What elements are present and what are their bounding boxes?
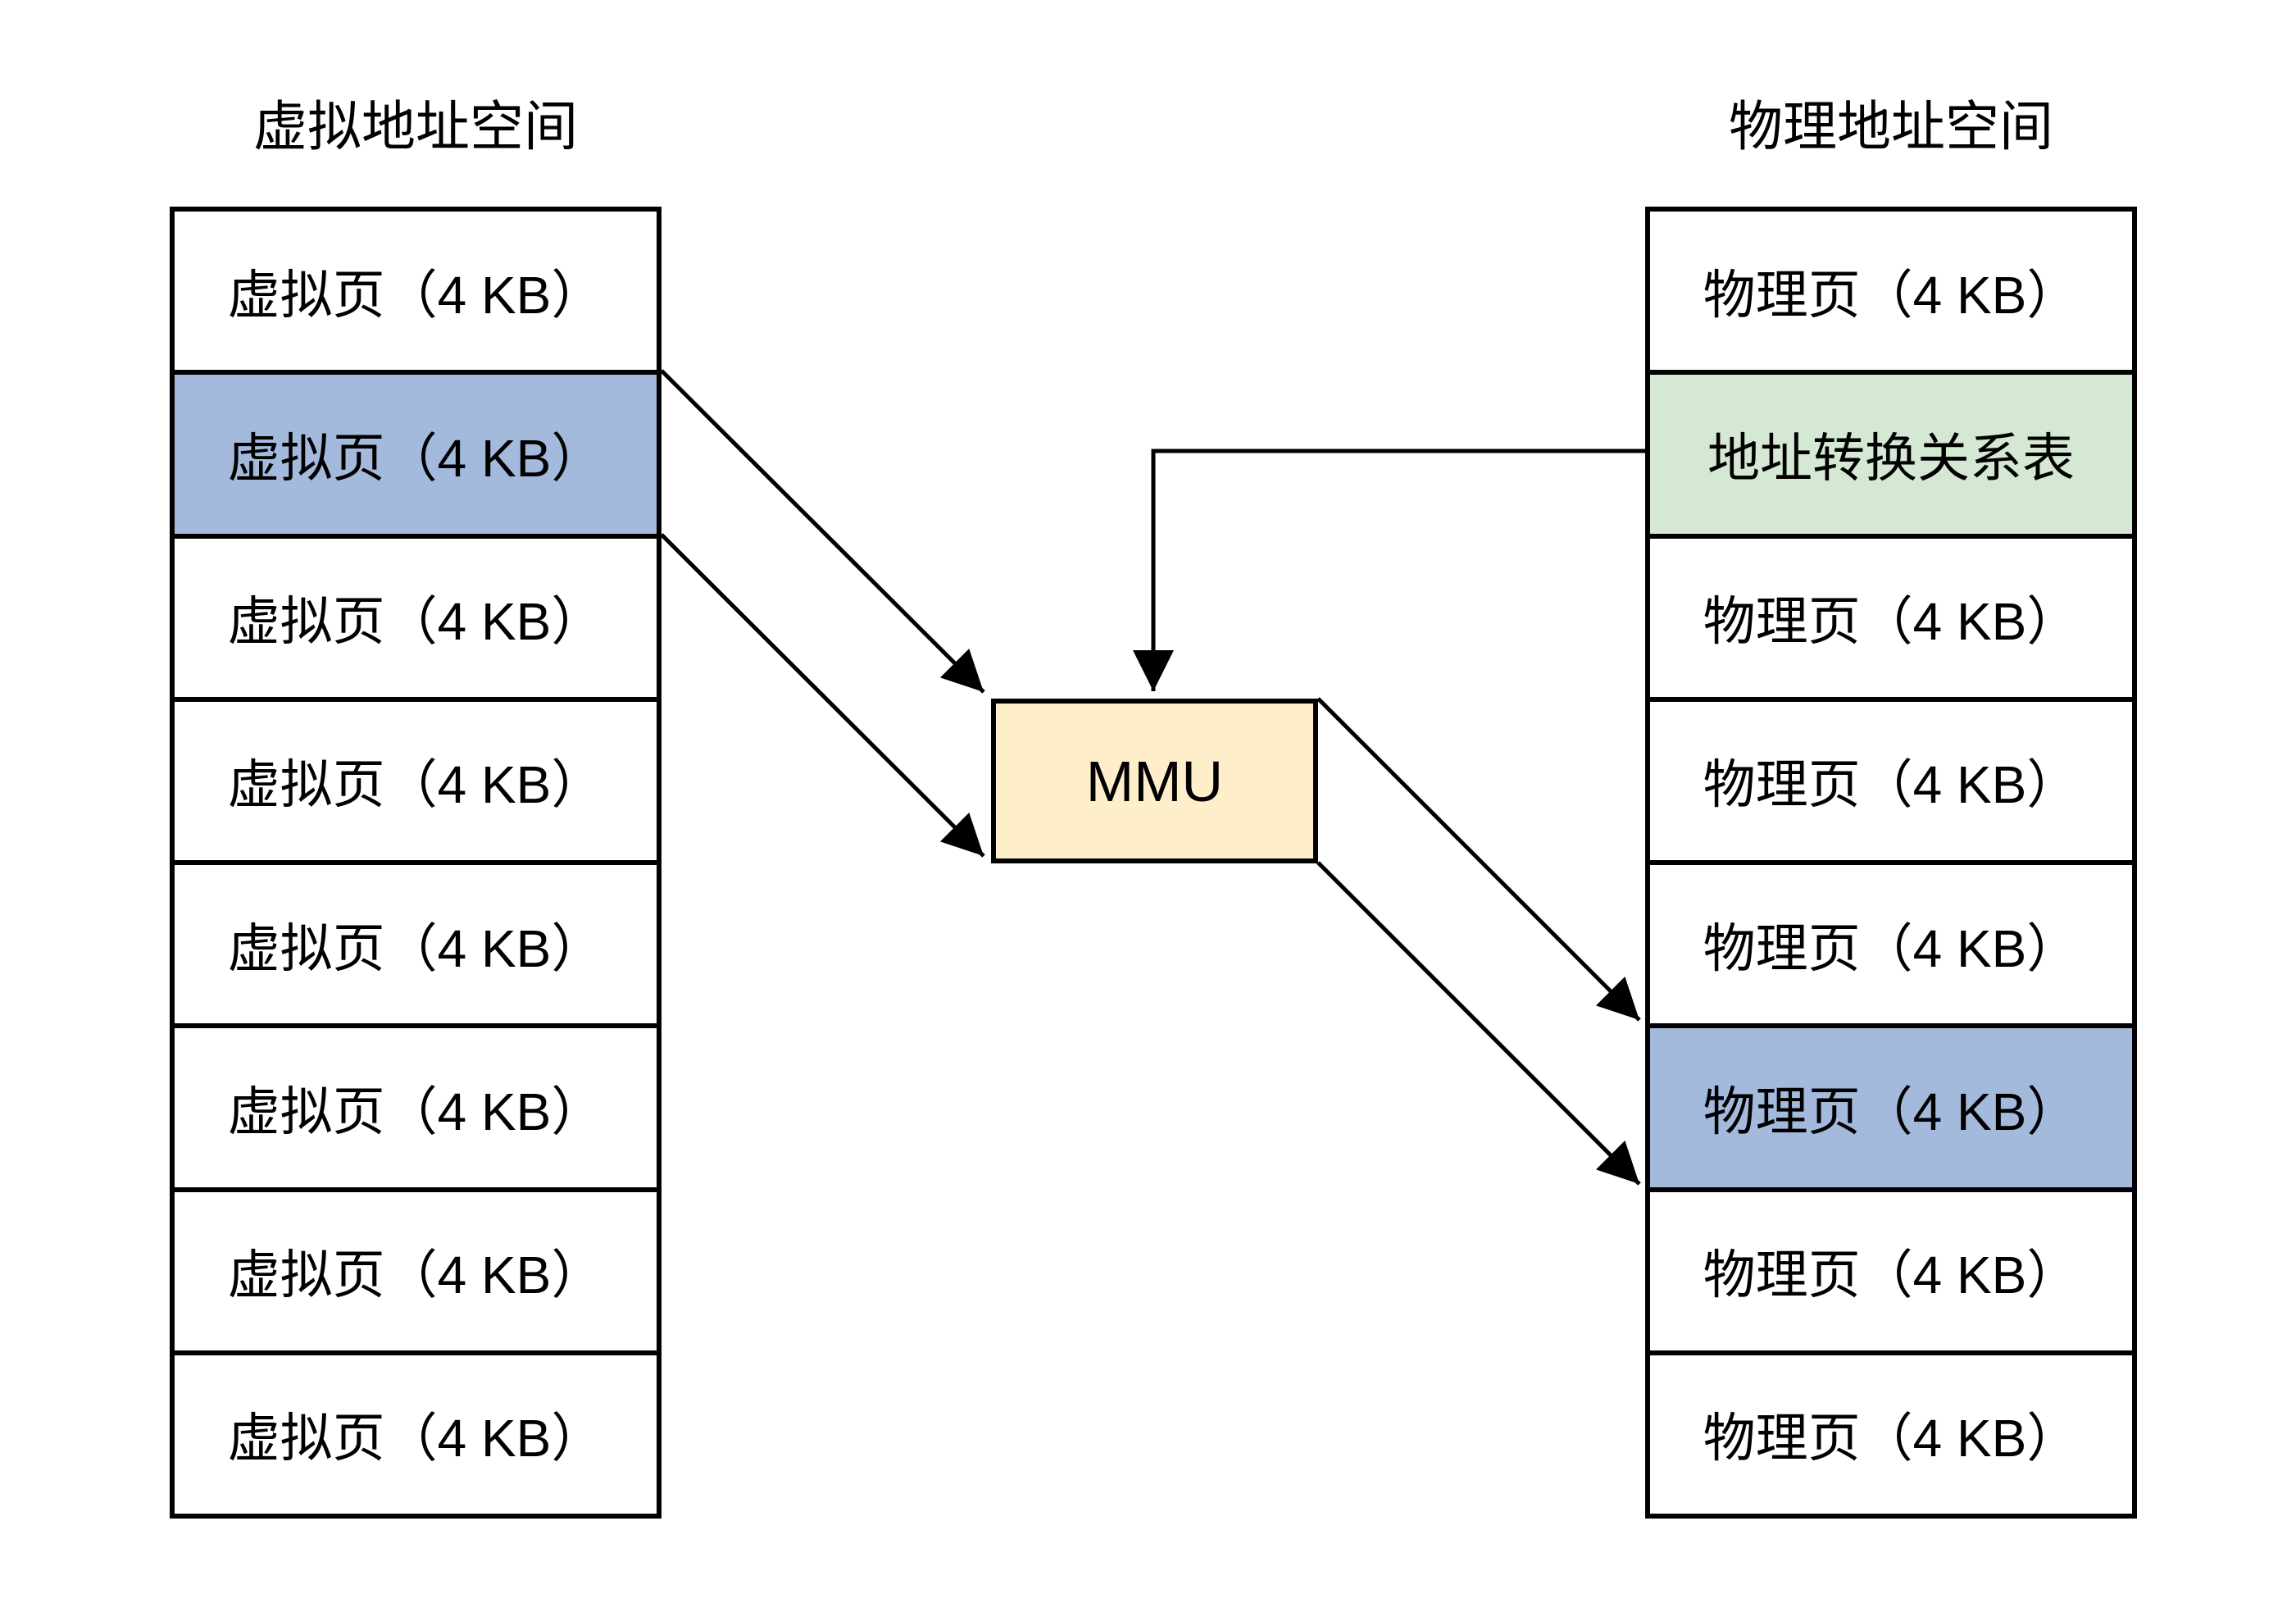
physical-page-label: 物理页（4 KB） [1703, 1409, 2080, 1469]
virtual-page-label: 虚拟页（4 KB） [227, 428, 604, 488]
virtual-page-row-7: 虚拟页（4 KB） [175, 1192, 657, 1355]
virtual-page-row-2-highlighted: 虚拟页（4 KB） [175, 375, 657, 539]
arrow-mmu-to-physical-page-top [1316, 697, 1641, 1022]
mmu-box: MMU [991, 699, 1318, 863]
physical-page-label: 物理页（4 KB） [1703, 918, 2080, 978]
physical-page-label: 物理页（4 KB） [1703, 1246, 2080, 1305]
virtual-page-label: 虚拟页（4 KB） [227, 918, 604, 978]
physical-page-row-4: 物理页（4 KB） [1650, 702, 2132, 865]
physical-page-row-1: 物理页（4 KB） [1650, 212, 2132, 376]
virtual-page-row-3: 虚拟页（4 KB） [175, 539, 657, 702]
virtual-page-label: 虚拟页（4 KB） [227, 755, 604, 815]
physical-address-space-column: 物理页（4 KB） 地址转换关系表 物理页（4 KB） 物理页（4 KB） 物理… [1645, 207, 2137, 1519]
arrow-virtual-page-bottom-to-mmu [660, 533, 985, 858]
mmu-label: MMU [1085, 749, 1224, 813]
physical-page-label: 物理页（4 KB） [1703, 592, 2080, 652]
virtual-page-label: 虚拟页（4 KB） [227, 1246, 604, 1305]
virtual-page-label: 虚拟页（4 KB） [227, 1082, 604, 1141]
virtual-address-space-title: 虚拟地址空间 [253, 96, 578, 157]
physical-page-row-3: 物理页（4 KB） [1650, 539, 2132, 702]
virtual-page-label: 虚拟页（4 KB） [227, 1409, 604, 1469]
arrow-translation-table-to-mmu [1133, 449, 1645, 691]
virtual-page-row-6: 虚拟页（4 KB） [175, 1028, 657, 1192]
physical-page-row-8: 物理页（4 KB） [1650, 1355, 2132, 1514]
physical-page-row-5: 物理页（4 KB） [1650, 865, 2132, 1029]
virtual-page-label: 虚拟页（4 KB） [227, 592, 604, 652]
address-translation-table-row: 地址转换关系表 [1650, 375, 2132, 539]
physical-page-label: 物理页（4 KB） [1703, 265, 2080, 325]
physical-address-space-title: 物理地址空间 [1729, 96, 2053, 157]
arrow-mmu-to-physical-page-bottom [1316, 861, 1641, 1186]
physical-page-label: 物理页（4 KB） [1703, 1082, 2080, 1141]
physical-page-label: 物理页（4 KB） [1703, 755, 2080, 815]
physical-page-row-6-highlighted: 物理页（4 KB） [1650, 1028, 2132, 1192]
virtual-address-space-column: 虚拟页（4 KB） 虚拟页（4 KB） 虚拟页（4 KB） 虚拟页（4 KB） … [170, 207, 662, 1519]
address-translation-table-label: 地址转换关系表 [1707, 428, 2075, 488]
virtual-page-row-5: 虚拟页（4 KB） [175, 865, 657, 1029]
physical-page-row-7: 物理页（4 KB） [1650, 1192, 2132, 1355]
virtual-page-row-4: 虚拟页（4 KB） [175, 702, 657, 865]
virtual-page-row-8: 虚拟页（4 KB） [175, 1355, 657, 1514]
arrow-virtual-page-top-to-mmu [660, 369, 985, 694]
virtual-page-label: 虚拟页（4 KB） [227, 265, 604, 325]
virtual-page-row-1: 虚拟页（4 KB） [175, 212, 657, 376]
